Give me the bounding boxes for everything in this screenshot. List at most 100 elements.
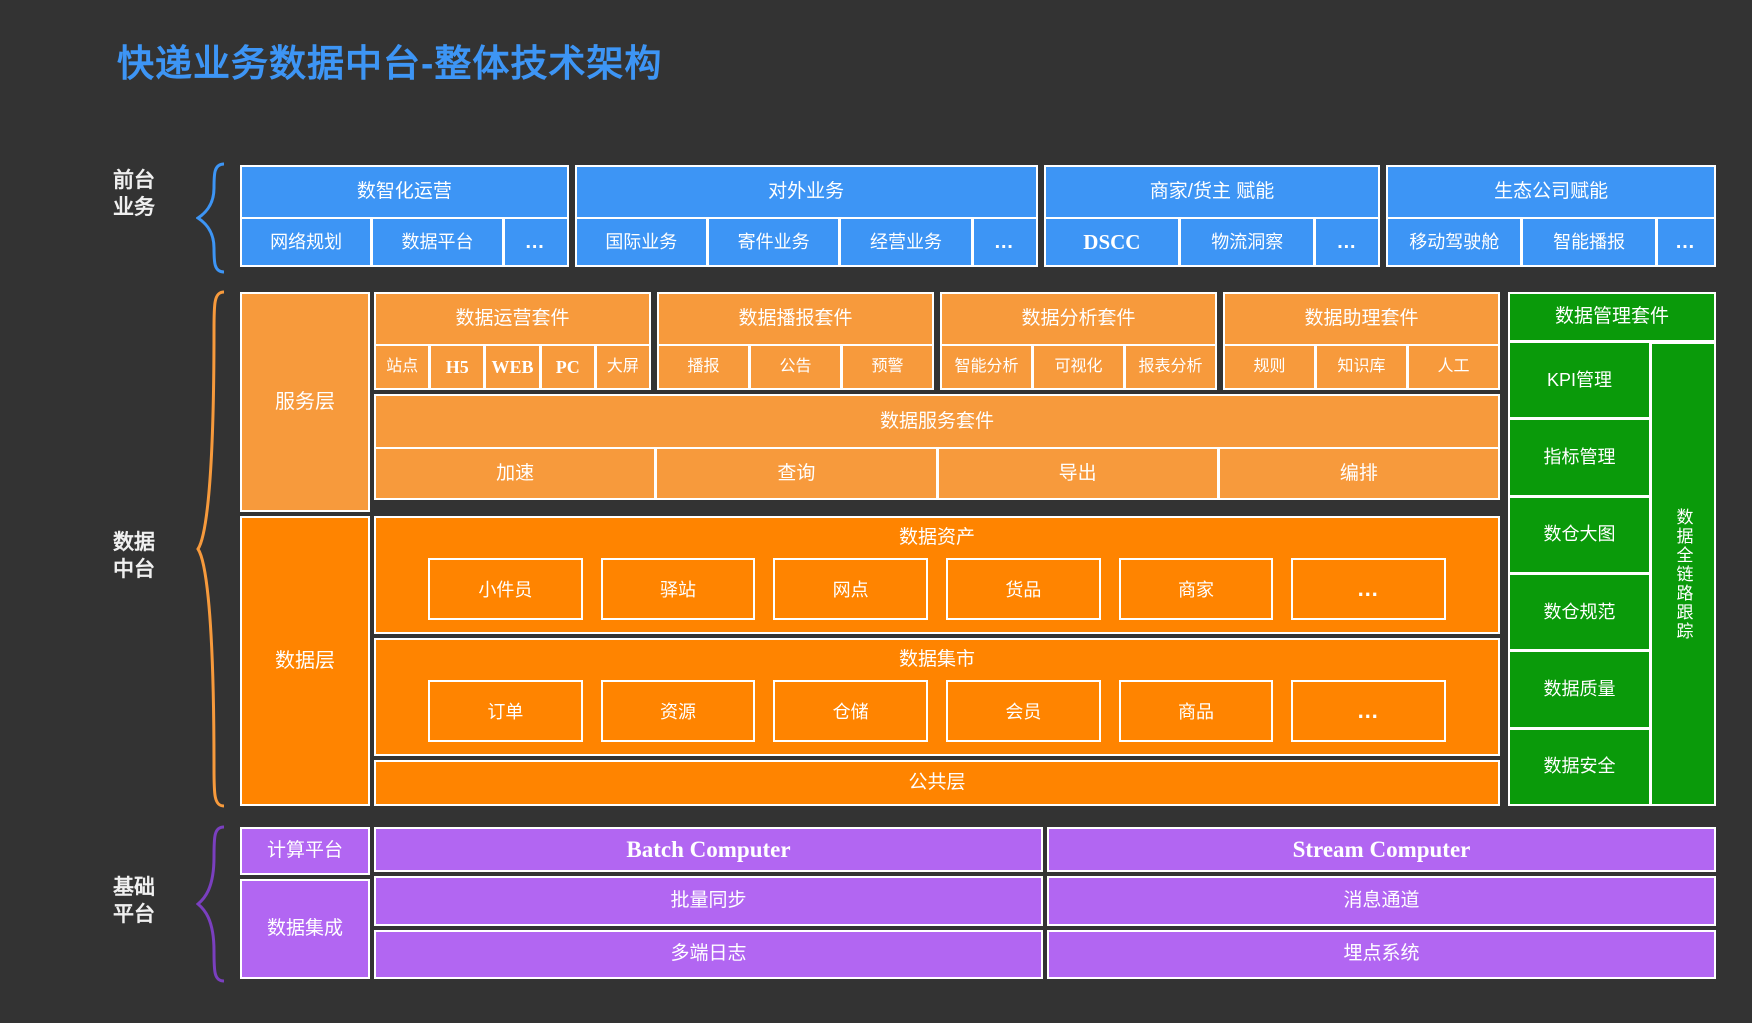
compute-platform-label: 计算平台	[240, 827, 370, 875]
front-item[interactable]: 数据平台	[371, 218, 503, 267]
data-asset-cell[interactable]: 货品	[946, 558, 1101, 620]
front-group-title: 生态公司赋能	[1386, 165, 1716, 218]
service-chip[interactable]: 预警	[841, 345, 934, 390]
data-market-title: 数据集市	[374, 638, 1500, 680]
service-chip[interactable]: 智能分析	[940, 345, 1032, 390]
data-service-cell[interactable]: 查询	[655, 448, 937, 500]
axis-label-infra: 基础 平台	[113, 876, 155, 926]
data-market-cell[interactable]: 商品	[1118, 680, 1274, 742]
data-management-title: 数据管理套件	[1508, 292, 1716, 342]
manage-item-metric[interactable]: 指标管理	[1508, 419, 1651, 497]
manage-item-security[interactable]: 数据安全	[1508, 728, 1651, 806]
front-item[interactable]: 国际业务	[574, 218, 707, 267]
manage-item-warehouse-map[interactable]: 数仓大图	[1508, 496, 1651, 574]
data-market-cell[interactable]: 订单	[428, 680, 583, 742]
data-layer-content: 数据资产 小件员 驿站 网点 货品 商家 … 数据集市 订单 资源 仓储 会员	[374, 516, 1500, 806]
data-management-body: KPI管理 指标管理 数仓大图 数仓规范 数据质量 数据安全 数据全链路跟踪	[1508, 342, 1716, 806]
data-service-cell[interactable]: 加速	[374, 448, 656, 500]
service-suite-2: 数据分析套件 智能分析 可视化 报表分析	[940, 292, 1217, 390]
data-asset-cell-more[interactable]: …	[1291, 558, 1447, 620]
front-item-more[interactable]: …	[1314, 218, 1381, 267]
brace-middle-icon	[196, 290, 225, 808]
front-business-band: 数智化运营 网络规划 数据平台 … 对外业务 国际业务 寄件业务 经营业务 … …	[240, 165, 1716, 267]
data-management-items: KPI管理 指标管理 数仓大图 数仓规范 数据质量 数据安全	[1508, 342, 1651, 806]
data-layer-band: 数据层 数据资产 小件员 驿站 网点 货品 商家 … 数据集市 订单 资源	[240, 516, 1500, 806]
data-market-group: 数据集市 订单 资源 仓储 会员 商品 …	[374, 638, 1500, 756]
data-asset-group: 数据资产 小件员 驿站 网点 货品 商家 …	[374, 516, 1500, 634]
data-asset-cell[interactable]: 小件员	[428, 558, 583, 620]
service-layer-band: 服务层 数据运营套件 站点 H5 WEB PC 大屏 数据播报套件	[240, 292, 1500, 512]
data-lineage-tracking-label: 数据全链路跟踪	[1651, 342, 1716, 806]
service-chip[interactable]: H5	[429, 345, 485, 390]
service-chip[interactable]: 报表分析	[1124, 345, 1217, 390]
service-chip[interactable]: 公告	[749, 345, 841, 390]
service-suite-items: 规则 知识库 人工	[1223, 345, 1500, 390]
data-market-cell[interactable]: 会员	[946, 680, 1101, 742]
front-group-items: 国际业务 寄件业务 经营业务 …	[574, 218, 1038, 267]
data-market-cell[interactable]: 资源	[600, 680, 756, 742]
front-item-more[interactable]: …	[502, 218, 569, 267]
front-group-items: 移动驾驶舱 智能播报 …	[1386, 218, 1716, 267]
front-item[interactable]: 经营业务	[839, 218, 972, 267]
infra-sync-row: 批量同步 消息通道	[374, 876, 1716, 926]
multi-end-log-cell[interactable]: 多端日志	[374, 929, 1043, 979]
data-asset-cell[interactable]: 商家	[1118, 558, 1274, 620]
service-suite-0: 数据运营套件 站点 H5 WEB PC 大屏	[374, 292, 652, 390]
front-item[interactable]: DSCC	[1043, 218, 1180, 267]
brace-front-icon	[196, 162, 225, 274]
batch-computer-cell[interactable]: Batch Computer	[374, 827, 1043, 873]
data-service-cell[interactable]: 导出	[936, 448, 1218, 500]
data-market-items: 订单 资源 仓储 会员 商品 …	[374, 680, 1500, 756]
service-chip[interactable]: 播报	[657, 345, 749, 390]
service-suite-items: 播报 公告 预警	[657, 345, 934, 390]
service-suite-title: 数据运营套件	[374, 292, 651, 345]
data-asset-items: 小件员 驿站 网点 货品 商家 …	[374, 558, 1500, 634]
data-market-cell[interactable]: 仓储	[773, 680, 929, 742]
infra-band: 计算平台 数据集成 Batch Computer Stream Computer…	[240, 827, 1716, 979]
manage-item-kpi[interactable]: KPI管理	[1508, 342, 1651, 420]
manage-item-quality[interactable]: 数据质量	[1508, 651, 1651, 729]
service-chip[interactable]: 知识库	[1315, 345, 1407, 390]
front-item[interactable]: 寄件业务	[707, 218, 840, 267]
service-layer-label: 服务层	[240, 292, 370, 512]
data-service-suite-title: 数据服务套件	[374, 394, 1500, 448]
manage-item-warehouse-spec[interactable]: 数仓规范	[1508, 573, 1651, 652]
service-chip[interactable]: 站点	[374, 345, 430, 390]
data-asset-cell[interactable]: 网点	[773, 558, 929, 620]
front-group-0: 数智化运营 网络规划 数据平台 …	[240, 165, 569, 267]
front-item-more[interactable]: …	[1656, 218, 1716, 267]
front-item[interactable]: 物流洞察	[1179, 218, 1315, 267]
front-group-title: 商家/货主 赋能	[1043, 165, 1381, 218]
front-item[interactable]: 网络规划	[240, 218, 372, 267]
message-channel-cell[interactable]: 消息通道	[1047, 876, 1716, 926]
front-group-title: 对外业务	[574, 165, 1038, 218]
page-title: 快递业务数据中台-整体技术架构	[117, 43, 663, 84]
front-group-items: DSCC 物流洞察 …	[1043, 218, 1381, 267]
data-service-cell[interactable]: 编排	[1217, 448, 1500, 500]
service-suite-items: 智能分析 可视化 报表分析	[940, 345, 1217, 390]
service-chip[interactable]: 可视化	[1032, 345, 1124, 390]
front-item[interactable]: 移动驾驶舱	[1386, 218, 1522, 267]
infra-labels: 计算平台 数据集成	[240, 827, 370, 979]
stream-computer-cell[interactable]: Stream Computer	[1047, 827, 1716, 873]
front-item[interactable]: 智能播报	[1521, 218, 1656, 267]
batch-sync-cell[interactable]: 批量同步	[374, 876, 1043, 926]
axis-label-front: 前台 业务	[113, 169, 155, 219]
public-layer: 公共层	[374, 760, 1500, 806]
service-suite-title: 数据分析套件	[940, 292, 1217, 345]
front-item-more[interactable]: …	[971, 218, 1038, 267]
service-chip[interactable]: 人工	[1407, 345, 1500, 390]
data-layer-label: 数据层	[240, 516, 370, 806]
data-management-column: 数据管理套件 KPI管理 指标管理 数仓大图 数仓规范 数据质量 数据安全 数据…	[1508, 292, 1716, 806]
tracking-system-cell[interactable]: 埋点系统	[1047, 929, 1716, 979]
front-group-1: 对外业务 国际业务 寄件业务 经营业务 …	[574, 165, 1038, 267]
service-layer-content: 数据运营套件 站点 H5 WEB PC 大屏 数据播报套件 播报 公告 预警	[374, 292, 1500, 512]
data-market-cell-more[interactable]: …	[1291, 680, 1447, 742]
data-asset-cell[interactable]: 驿站	[600, 558, 756, 620]
service-chip[interactable]: WEB	[484, 345, 540, 390]
service-chip[interactable]: 规则	[1223, 345, 1315, 390]
service-chip[interactable]: 大屏	[594, 345, 652, 390]
data-integration-label: 数据集成	[240, 879, 370, 979]
service-chip[interactable]: PC	[539, 345, 595, 390]
